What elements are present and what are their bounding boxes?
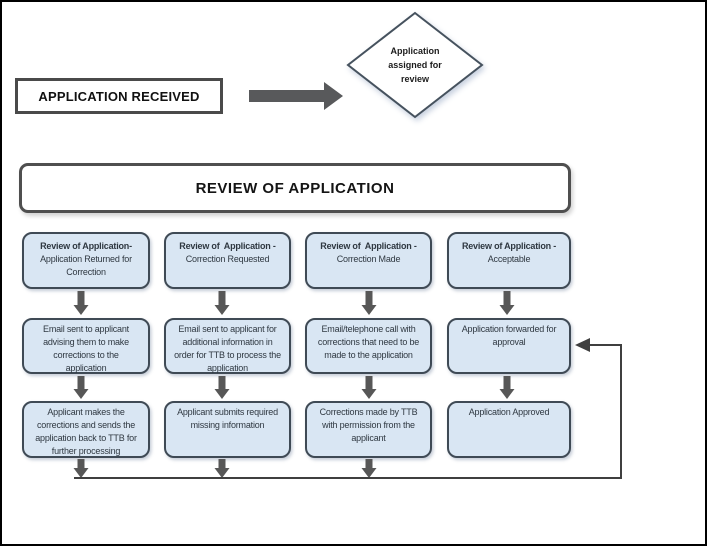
box-heading: Review of Application - (320, 241, 417, 251)
down-arrow-icon (73, 376, 515, 399)
box-text: Email/telephone call with corrections th… (317, 324, 420, 360)
right-arrow-icon (249, 82, 343, 110)
box-heading: Review of Application - (461, 241, 557, 251)
review-of-application-banner: REVIEW OF APPLICATION (19, 163, 571, 213)
box-call-with-corrections: Email/telephone call with corrections th… (305, 318, 432, 374)
box-subtext: Acceptable (487, 254, 531, 264)
box-text: Email sent to applicant advising them to… (43, 324, 129, 373)
box-text: Applicant submits required missing infor… (177, 407, 278, 430)
box-applicant-submits-info: Applicant submits required missing infor… (164, 401, 291, 458)
box-correction-requested: Review of Application - Correction Reque… (164, 232, 291, 289)
box-email-additional-info: Email sent to applicant for additional i… (164, 318, 291, 374)
box-applicant-makes-corrections: Applicant makes the corrections and send… (22, 401, 150, 458)
box-subtext: Correction Requested (185, 254, 270, 264)
box-correction-made: Review of Application - Correction Made (305, 232, 432, 289)
box-forwarded-for-approval: Application forwarded for approval (447, 318, 571, 374)
box-text: Corrections made by TTB with permission … (319, 407, 418, 443)
down-arrow-icon (73, 291, 515, 315)
application-received-label: APPLICATION RECEIVED (38, 88, 200, 104)
box-corrections-by-ttb: Corrections made by TTB with permission … (305, 401, 432, 458)
box-text: Application Approved (468, 407, 550, 417)
application-received-box: APPLICATION RECEIVED (15, 78, 223, 114)
feedback-line (590, 344, 622, 478)
box-subtext: Correction Made (336, 254, 401, 264)
diamond-label: Application assigned for review (388, 46, 442, 84)
box-email-advising-corrections: Email sent to applicant advising them to… (22, 318, 150, 374)
down-arrow-icon (73, 459, 377, 478)
review-of-application-title: REVIEW OF APPLICATION (195, 179, 395, 197)
box-heading: Review of Application - (179, 241, 276, 251)
box-application-approved: Application Approved (447, 401, 571, 458)
diamond-shape (346, 11, 484, 119)
box-subtext: Application Returned for Correction (40, 254, 132, 277)
box-text: Applicant makes the corrections and send… (35, 407, 137, 456)
box-text: Email sent to applicant for additional i… (174, 324, 281, 373)
box-acceptable: Review of Application - Acceptable (447, 232, 571, 289)
box-text: Application forwarded for approval (461, 324, 557, 347)
application-assigned-diamond: Application assigned for review (342, 7, 488, 123)
box-returned-for-correction: Review of Application- Application Retur… (22, 232, 150, 289)
box-heading: Review of Application- (40, 241, 132, 251)
left-arrowhead-icon (575, 338, 590, 352)
